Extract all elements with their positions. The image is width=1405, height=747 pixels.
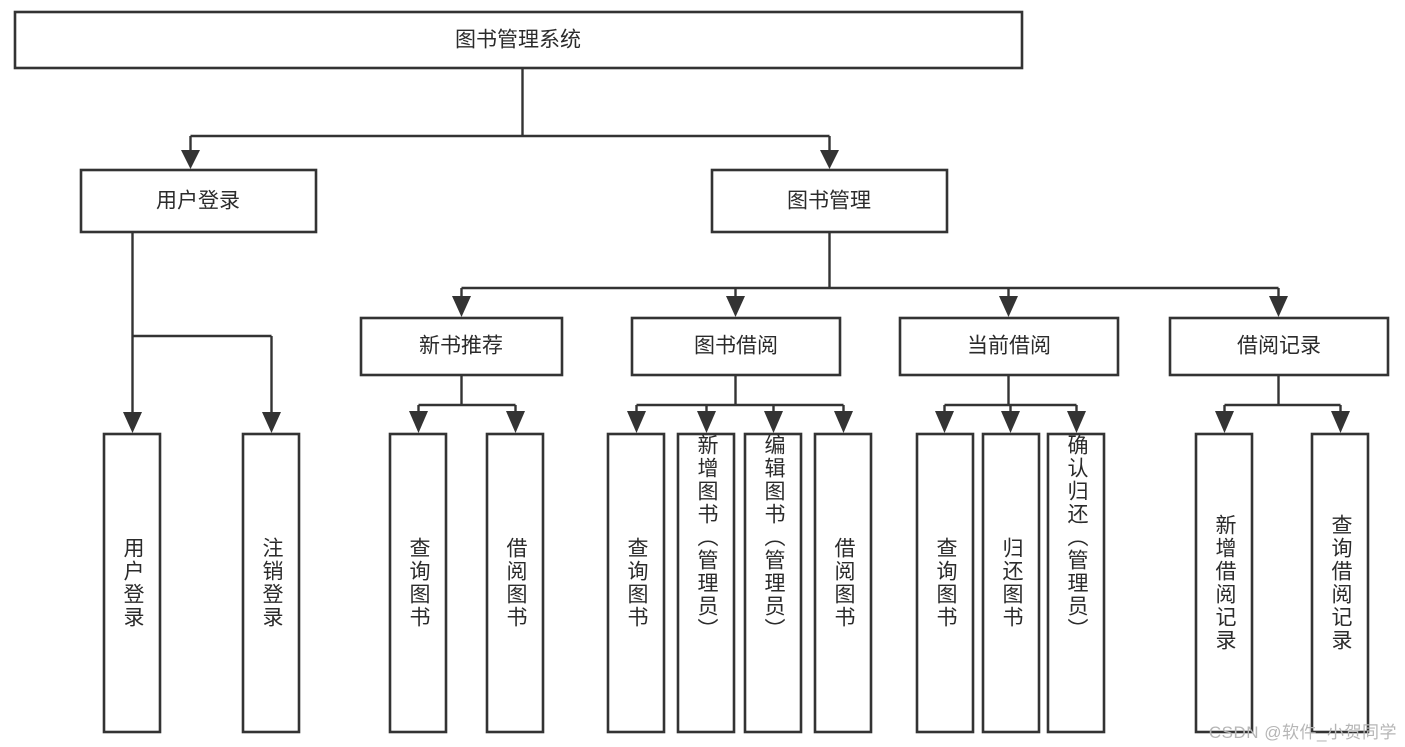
leaf-box-edit-book[interactable] [743,432,803,734]
arrow-head-user-login [181,150,200,169]
leaf-box-user-login[interactable] [102,432,162,734]
leaf-box-add-record[interactable] [1194,432,1254,734]
arrow-head-leaf-confirm-return [1067,411,1086,433]
node-book-borrow-label: 图书借阅 [694,335,778,358]
node-book-manage[interactable]: 图书管理 [710,168,949,234]
arrow-head-leaf-query-book-1 [409,411,428,433]
node-root[interactable]: 图书管理系统 [13,10,1024,70]
node-new-book-recommend-label: 新书推荐 [419,335,503,358]
node-user-login-box[interactable] [79,168,318,234]
leaf-box-confirm-return[interactable] [1046,432,1106,734]
arrow-head-leaf-user-login [123,412,142,433]
node-current-borrow-label: 当前借阅 [967,335,1051,358]
arrow-head-leaf-add-record [1215,411,1234,433]
node-current-borrow[interactable]: 当前借阅 [898,316,1120,377]
arrow-head-borrow-record [1269,296,1288,317]
leaf-box-borrow-book-1[interactable] [485,432,545,734]
node-borrow-record-box[interactable] [1168,316,1390,377]
arrow-head-leaf-query-record [1331,411,1350,433]
leaf-box-add-book[interactable] [676,432,736,734]
node-book-manage-box[interactable] [710,168,949,234]
arrow-head-leaf-return-book [1001,411,1020,433]
node-borrow-record[interactable]: 借阅记录 [1168,316,1390,377]
node-borrow-record-label: 借阅记录 [1237,335,1321,358]
arrow-head-leaf-query-book-2 [627,411,646,433]
csdn-watermark: CSDN @软件_小贺同学 [1208,723,1397,742]
arrow-head-current-borrow [999,296,1018,317]
arrow-head-leaf-query-book-3 [935,411,954,433]
node-book-manage-label: 图书管理 [787,190,871,213]
leaf-box-query-book-2[interactable] [606,432,666,734]
arrow-head-book-manage [820,150,839,169]
leaf-box-layer [102,432,1370,734]
leaf-box-query-book-1[interactable] [388,432,448,734]
node-new-book-recommend[interactable]: 新书推荐 [359,316,564,377]
node-current-borrow-box[interactable] [898,316,1120,377]
arrow-head-leaf-logout [262,412,281,433]
arrow-head-leaf-add-book [697,411,716,433]
node-book-borrow[interactable]: 图书借阅 [630,316,842,377]
node-book-borrow-box[interactable] [630,316,842,377]
arrow-head-leaf-borrow-book-2 [834,411,853,433]
node-root-box[interactable] [13,10,1024,70]
leaf-box-borrow-book-2[interactable] [813,432,873,734]
leaf-box-return-book[interactable] [981,432,1041,734]
arrow-head-book-borrow [726,296,745,317]
connector-layer [123,68,1350,433]
node-user-login[interactable]: 用户登录 [79,168,318,234]
node-root-label: 图书管理系统 [455,29,581,52]
node-new-book-recommend-box[interactable] [359,316,564,377]
leaf-box-logout[interactable] [241,432,301,734]
leaf-box-query-book-3[interactable] [915,432,975,734]
leaf-box-query-record[interactable] [1310,432,1370,734]
arrow-head-new-book-rec [452,296,471,317]
arrow-head-leaf-borrow-book-1 [506,411,525,433]
node-user-login-label: 用户登录 [156,190,240,213]
arrow-head-leaf-edit-book [764,411,783,433]
